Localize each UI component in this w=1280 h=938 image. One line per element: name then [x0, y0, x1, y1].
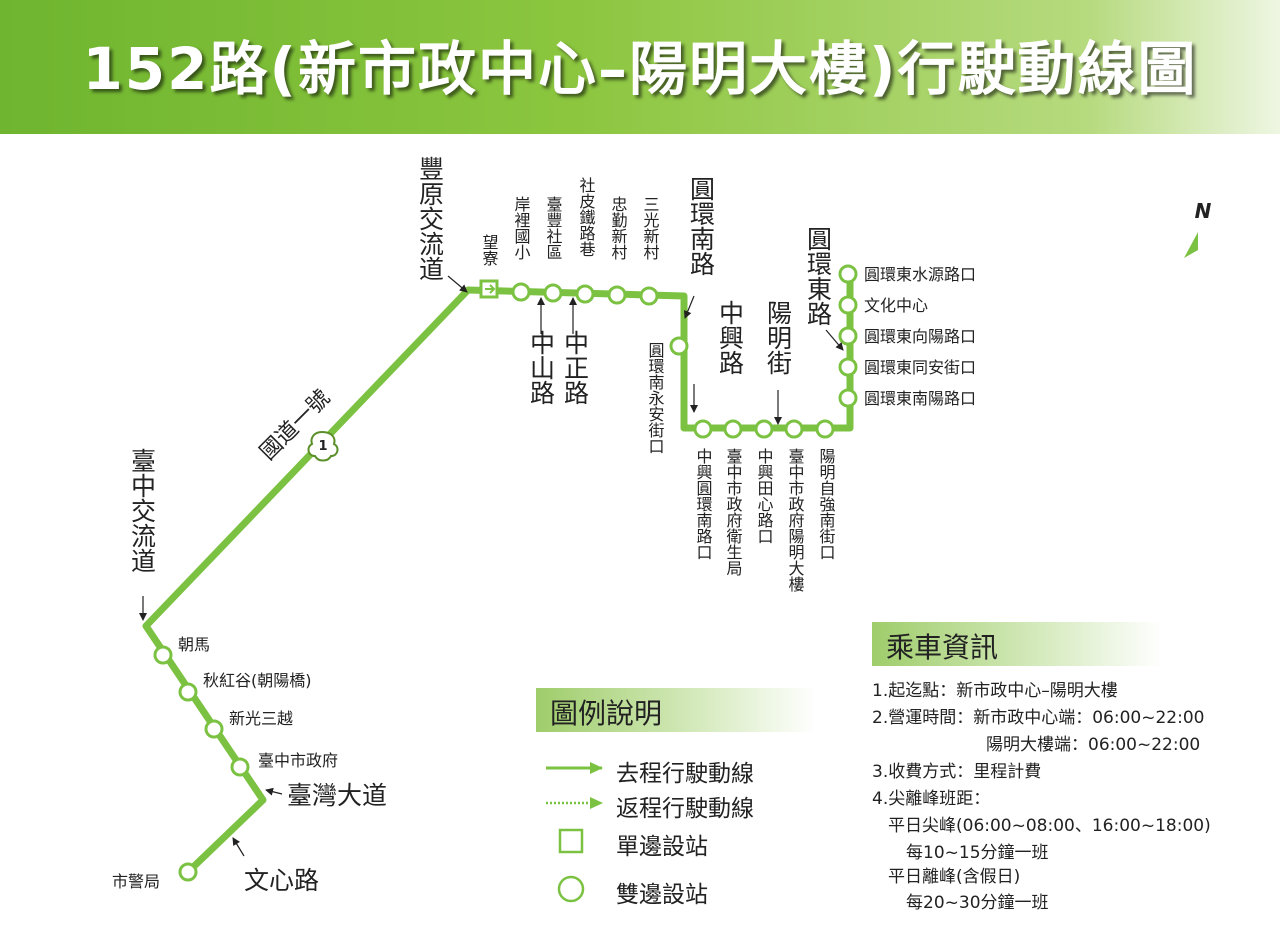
stop-label-culture: 文化中心: [864, 296, 928, 315]
stop-label-shepi: 社皮鐵路巷: [577, 177, 596, 257]
stop-label-chaoma: 朝馬: [178, 635, 210, 654]
title-banner: 152路(新市政中心–陽明大樓)行駛動線圖: [0, 0, 1280, 134]
stop-marker-shinkong: [204, 719, 224, 739]
stop-marker-e-tongan: [838, 357, 858, 377]
info-line-9: 每20~30分鐘一班: [906, 893, 1049, 913]
road-taichung-ic: 臺中交流道: [128, 448, 157, 573]
legend-double-label: 雙邊設站: [616, 882, 708, 908]
stop-label-e-tongan: 圓環東同安街口: [864, 358, 976, 377]
info-line-5: 4.尖離峰班距：: [872, 789, 991, 809]
info-title-bar: 乘車資訊: [872, 622, 1162, 666]
north-arrow-icon: N: [1184, 199, 1212, 258]
stop-label-yongan: 圓環南永安街口: [646, 342, 665, 454]
stop-marker-qiuhonggu: [178, 682, 198, 702]
info-line-7: 每10~15分鐘一班: [906, 843, 1049, 863]
stop-label-zx-hhs: 中興圓環南路口: [694, 448, 713, 560]
stop-label-ymdl: 臺中市政府陽明大樓: [786, 448, 805, 592]
stop-marker-e-shuiyuan: [838, 264, 858, 284]
stop-marker-taifeng: [543, 283, 563, 303]
stop-label-wangliao: 望寮: [480, 234, 499, 267]
stop-marker-health: [723, 419, 743, 439]
info-line-8: 平日離峰(含假日): [888, 867, 1021, 887]
road-fengyuan: 豐原交流道: [416, 156, 445, 281]
stop-label-e-nanyang: 圓環東南陽路口: [864, 389, 976, 408]
legend-single-label: 單邊設站: [616, 834, 708, 860]
legend-return-row: 返程行駛動線: [540, 787, 840, 823]
stop-marker-yang-ziqiang: [815, 419, 835, 439]
stop-marker-anli: [511, 282, 531, 302]
stop-marker-yongan: [669, 336, 689, 356]
stop-label-e-xiangyang: 圓環東向陽路口: [864, 327, 976, 346]
wangliao-arrow-icon: [485, 284, 496, 294]
pointer-fengyuan: [447, 275, 468, 293]
pointer-taiwan-blvd: [265, 787, 283, 796]
stop-label-health: 臺中市政府衛生局: [724, 448, 743, 577]
road-huanhuan-east: 圓環東路: [804, 226, 833, 326]
info-line-4: 3.收費方式：里程計費: [872, 762, 1042, 782]
stop-marker-cityhall: [230, 757, 250, 777]
stop-label-taifeng: 臺豐社區: [544, 196, 563, 260]
stop-marker-chaoma: [153, 645, 173, 665]
highway-shield-number: 1: [318, 439, 327, 454]
legend-double-circle: [557, 875, 585, 903]
legend-single-square: [558, 828, 584, 854]
road-taiwan-blvd: 臺灣大道: [287, 781, 387, 810]
stop-marker-police: [178, 862, 198, 882]
road-wenxin: 文心路: [244, 866, 319, 895]
legend-outbound-row: 去程行駛動線: [540, 752, 840, 788]
stop-marker-e-xiangyang: [838, 326, 858, 346]
legend-title: 圖例說明: [550, 697, 663, 730]
stop-label-yang-ziqiang: 陽明自強南街口: [817, 448, 836, 560]
info-line-1: 1.起迄點：新市政中心–陽明大樓: [872, 681, 1118, 701]
info-line-6: 平日尖峰(06:00~08:00、16:00~18:00): [888, 816, 1211, 836]
pointer-huanhuan-east: [825, 329, 844, 351]
stop-label-shinkong: 新光三越: [229, 709, 293, 728]
north-label: N: [1195, 199, 1212, 223]
pointer-huanhuan-south: [683, 295, 695, 319]
stop-label-zhongqin: 忠勤新村: [609, 196, 628, 260]
stop-label-police: 市警局: [112, 872, 160, 891]
road-zhongxing: 中興路: [716, 300, 745, 375]
legend-outbound-label: 去程行駛動線: [616, 761, 754, 787]
stop-marker-sanguang: [639, 286, 659, 306]
road-zhongzheng: 中正路: [561, 330, 590, 405]
info-title: 乘車資訊: [886, 631, 999, 664]
stop-marker-shepi: [575, 284, 595, 304]
stop-marker-zhongqin: [607, 285, 627, 305]
stop-marker-zx-hhs: [693, 419, 713, 439]
road-huanhuan-south: 圓環南路: [687, 176, 716, 276]
stop-marker-zxtx: [754, 419, 774, 439]
legend-single-row: 單邊設站: [540, 825, 840, 861]
road-yangming: 陽明街: [764, 300, 793, 375]
highway-shield-icon: 1: [307, 430, 339, 462]
stop-label-cityhall: 臺中市政府: [258, 751, 338, 770]
stop-marker-e-nanyang: [838, 388, 858, 408]
map-title: 152路(新市政中心–陽明大樓)行駛動線圖: [82, 35, 1198, 103]
stop-label-anli: 岸裡國小: [512, 196, 531, 261]
pointer-wenxin: [232, 837, 245, 857]
info-line-3: 陽明大樓端：06:00~22:00: [986, 735, 1201, 755]
stop-label-zxtx: 中興田心路口: [755, 448, 774, 544]
stop-marker-culture: [838, 295, 858, 315]
info-line-2: 2.營運時間：新市政中心端：06:00~22:00: [872, 708, 1205, 728]
stop-label-e-shuiyuan: 圓環東水源路口: [864, 265, 976, 284]
road-zhongshan: 中山路: [527, 330, 556, 405]
stop-marker-ymdl: [784, 419, 804, 439]
stop-label-sanguang: 三光新村: [641, 196, 660, 260]
legend-title-bar: 圖例說明: [536, 688, 816, 732]
stop-label-qiuhonggu: 秋紅谷(朝陽橋): [203, 671, 312, 690]
legend-double-row: 雙邊設站: [540, 873, 840, 909]
legend-return-label: 返程行駛動線: [616, 796, 754, 822]
